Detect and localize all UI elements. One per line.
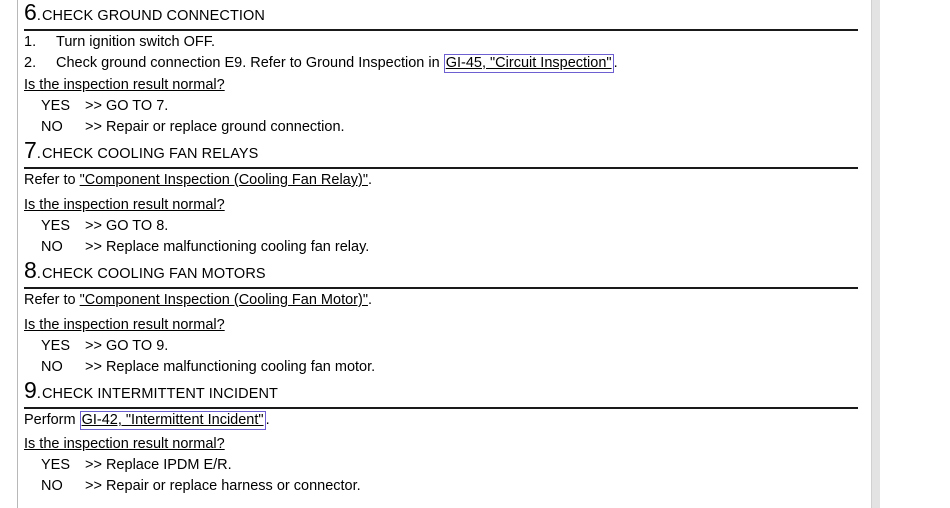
link-gi-45-label: GI-45, "Circuit Inspection" xyxy=(445,55,612,71)
step-6-question: Is the inspection result normal? xyxy=(24,74,860,96)
link-gi-42-intermittent-incident[interactable]: GI-42, "Intermittent Incident" xyxy=(79,411,266,430)
refer-prefix: Refer to xyxy=(24,292,80,308)
question-text: Is the inspection result normal? xyxy=(24,436,225,452)
answer-row-no: NO >> Replace malfunctioning cooling fan… xyxy=(24,357,860,378)
answer-action-no: >> Repair or replace ground connection. xyxy=(85,119,345,135)
step-7-number: 7 xyxy=(24,137,37,163)
refer-suffix: . xyxy=(367,172,372,188)
document-content: 6.CHECK GROUND CONNECTION 1. Turn igniti… xyxy=(24,0,860,497)
step-8-title: CHECK COOLING FAN MOTORS xyxy=(41,266,266,282)
step-8-rule xyxy=(24,287,858,289)
step-6-dot: . xyxy=(36,7,41,24)
link-gi-42-label: GI-42, "Intermittent Incident" xyxy=(81,412,264,428)
right-gutter-edge xyxy=(871,0,872,508)
step-6-answers: YES >> GO TO 7. NO >> Repair or replace … xyxy=(24,96,860,138)
answer-label-no: NO xyxy=(41,119,63,135)
page-scrollbar-gutter[interactable] xyxy=(872,0,880,508)
step-8-refer-line: Refer to "Component Inspection (Cooling … xyxy=(24,290,860,311)
list-text-prefix: Check ground connection E9. Refer to Gro… xyxy=(56,55,444,71)
link-component-inspection-cooling-fan-motor[interactable]: "Component Inspection (Cooling Fan Motor… xyxy=(79,292,368,308)
step-7-heading: 7.CHECK COOLING FAN RELAYS xyxy=(24,138,860,167)
step-7-question: Is the inspection result normal? xyxy=(24,194,860,216)
step-6-heading: 6.CHECK GROUND CONNECTION xyxy=(24,0,860,29)
step-9-rule xyxy=(24,407,858,409)
answer-action-yes: >> GO TO 9. xyxy=(85,338,169,354)
step-8: 8.CHECK COOLING FAN MOTORS Refer to "Com… xyxy=(24,258,860,378)
step-6-instruction-list: 1. Turn ignition switch OFF. 2. Check gr… xyxy=(24,32,860,74)
step-6-rule xyxy=(24,29,858,31)
step-9-perform-line: Perform GI-42, "Intermittent Incident". xyxy=(24,410,860,431)
question-text: Is the inspection result normal? xyxy=(24,197,225,213)
step-8-question: Is the inspection result normal? xyxy=(24,314,860,336)
answer-row-no: NO >> Repair or replace harness or conne… xyxy=(24,476,860,497)
step-9-heading: 9.CHECK INTERMITTENT INCIDENT xyxy=(24,378,860,407)
step-6: 6.CHECK GROUND CONNECTION 1. Turn igniti… xyxy=(24,0,860,138)
refer-prefix: Refer to xyxy=(24,172,80,188)
link-component-inspection-cooling-fan-relay[interactable]: "Component Inspection (Cooling Fan Relay… xyxy=(79,172,368,188)
step-8-number: 8 xyxy=(24,257,37,283)
step-8-answers: YES >> GO TO 9. NO >> Replace malfunctio… xyxy=(24,336,860,378)
step-8-dot: . xyxy=(36,265,41,282)
step-6-number: 6 xyxy=(24,0,37,25)
answer-action-yes: >> GO TO 8. xyxy=(85,218,169,234)
step-9-dot: . xyxy=(36,385,41,402)
answer-action-yes: >> GO TO 7. xyxy=(85,98,169,114)
step-7-refer-line: Refer to "Component Inspection (Cooling … xyxy=(24,170,860,191)
list-text: Check ground connection E9. Refer to Gro… xyxy=(56,53,618,74)
link-gi-45-circuit-inspection[interactable]: GI-45, "Circuit Inspection" xyxy=(443,54,614,73)
list-text: Turn ignition switch OFF. xyxy=(56,34,216,50)
question-text: Is the inspection result normal? xyxy=(24,317,225,333)
answer-action-no: >> Replace malfunctioning cooling fan re… xyxy=(85,239,370,255)
answer-label-yes: YES xyxy=(41,98,71,114)
list-text-suffix: . xyxy=(613,55,618,71)
step-7: 7.CHECK COOLING FAN RELAYS Refer to "Com… xyxy=(24,138,860,258)
answer-row-yes: YES >> GO TO 9. xyxy=(24,336,860,357)
answer-label-no: NO xyxy=(41,478,63,494)
step-6-title: CHECK GROUND CONNECTION xyxy=(41,8,265,24)
refer-suffix: . xyxy=(367,292,372,308)
list-marker: 1. xyxy=(24,34,37,50)
list-marker: 2. xyxy=(24,55,37,71)
answer-action-yes: >> Replace IPDM E/R. xyxy=(85,457,232,473)
list-item: 1. Turn ignition switch OFF. xyxy=(24,32,860,53)
step-9-title: CHECK INTERMITTENT INCIDENT xyxy=(41,386,279,402)
list-item: 2. Check ground connection E9. Refer to … xyxy=(24,53,860,74)
answer-label-no: NO xyxy=(41,359,63,375)
question-text: Is the inspection result normal? xyxy=(24,77,225,93)
step-8-heading: 8.CHECK COOLING FAN MOTORS xyxy=(24,258,860,287)
perform-suffix: . xyxy=(265,412,270,428)
answer-row-yes: YES >> Replace IPDM E/R. xyxy=(24,455,860,476)
answer-label-yes: YES xyxy=(41,457,71,473)
answer-action-no: >> Replace malfunctioning cooling fan mo… xyxy=(85,359,376,375)
step-7-rule xyxy=(24,167,858,169)
answer-row-yes: YES >> GO TO 7. xyxy=(24,96,860,117)
step-7-title: CHECK COOLING FAN RELAYS xyxy=(41,146,259,162)
step-9-question: Is the inspection result normal? xyxy=(24,433,860,455)
perform-prefix: Perform xyxy=(24,412,80,428)
answer-row-no: NO >> Replace malfunctioning cooling fan… xyxy=(24,237,860,258)
answer-label-no: NO xyxy=(41,239,63,255)
answer-label-yes: YES xyxy=(41,218,71,234)
step-9-answers: YES >> Replace IPDM E/R. NO >> Repair or… xyxy=(24,455,860,497)
answer-label-yes: YES xyxy=(41,338,71,354)
step-7-dot: . xyxy=(36,145,41,162)
step-9-number: 9 xyxy=(24,377,37,403)
answer-action-no: >> Repair or replace harness or connecto… xyxy=(85,478,361,494)
step-9: 9.CHECK INTERMITTENT INCIDENT Perform GI… xyxy=(24,378,860,497)
answer-row-yes: YES >> GO TO 8. xyxy=(24,216,860,237)
left-margin-rule xyxy=(17,0,18,508)
step-7-answers: YES >> GO TO 8. NO >> Replace malfunctio… xyxy=(24,216,860,258)
answer-row-no: NO >> Repair or replace ground connectio… xyxy=(24,117,860,138)
